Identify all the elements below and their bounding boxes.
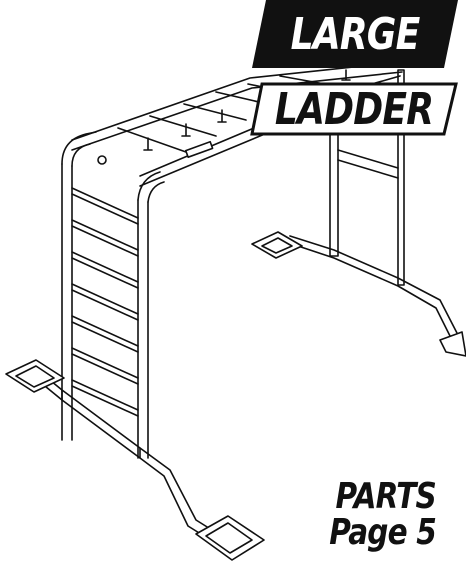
front-right-foot-plate: [195, 515, 265, 561]
front-right-upright: [137, 171, 165, 203]
front-left-upright: [61, 131, 97, 167]
title-banner-large: LARGE: [252, 0, 458, 68]
back-right-foot-plate: [439, 331, 466, 357]
back-base-rail: [289, 235, 459, 336]
parts-reference-page: Page 5: [329, 512, 437, 553]
title-line-1: LARGE: [290, 8, 421, 60]
parts-reference-label: PARTS: [335, 476, 437, 517]
banner-ladder-shape: [250, 82, 458, 136]
title-banner-ladder: LADDER: [250, 82, 458, 136]
title-line-2: LADDER: [274, 83, 434, 135]
back-left-foot-plate: [251, 231, 303, 259]
front-left-foot-plate: [5, 359, 65, 393]
front-base-rail: [39, 371, 213, 531]
banner-large-shape: [252, 0, 458, 68]
